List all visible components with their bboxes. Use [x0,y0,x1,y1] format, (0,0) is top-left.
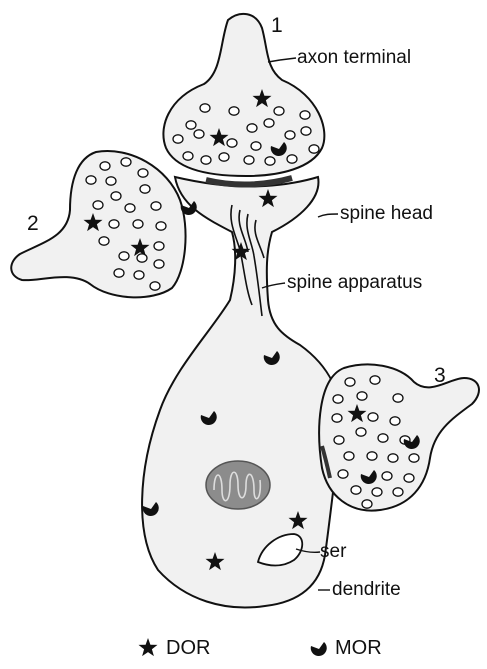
legend-mor-label: MOR [335,638,382,658]
legend-dor-label: DOR [166,638,210,658]
label-spine-head: spine head [340,204,433,223]
label-dendrite: dendrite [332,580,401,599]
terminal-2-number: 2 [27,213,39,234]
legend-dor-symbol [139,638,158,656]
legend-mor-symbol [311,642,327,656]
label-ser: ser [320,542,346,561]
nucleus [206,461,270,509]
terminal-1-number: 1 [271,15,283,36]
synapse-density-1 [206,178,292,185]
terminal-3-number: 3 [434,365,446,386]
label-axon-terminal: axon terminal [297,48,411,67]
label-spine-apparatus: spine apparatus [287,273,422,292]
